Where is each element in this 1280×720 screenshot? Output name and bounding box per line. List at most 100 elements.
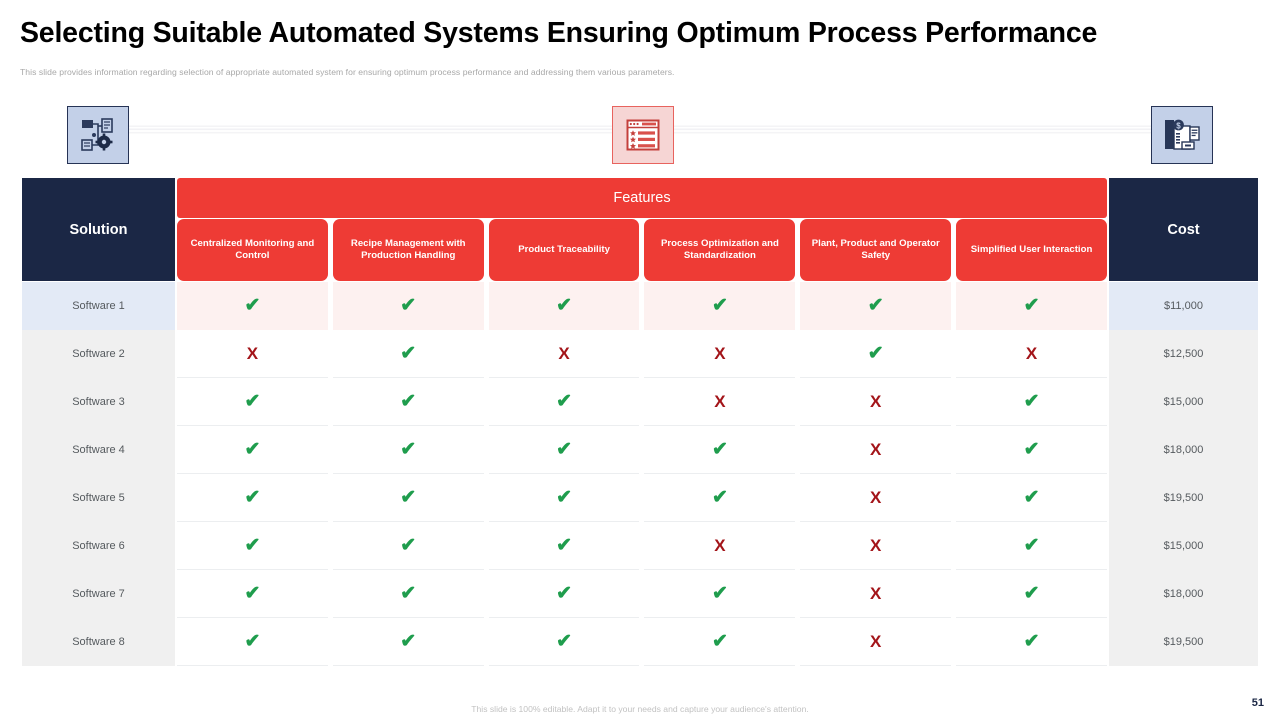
check-icon: ✔ xyxy=(556,535,573,556)
check-icon: ✔ xyxy=(1023,295,1040,316)
feature-mark-cell: ✔ xyxy=(956,282,1107,330)
cross-icon: X xyxy=(558,344,570,363)
column-header-solution: Solution xyxy=(22,178,175,281)
feature-mark-cell: ✔ xyxy=(956,618,1107,666)
check-icon: ✔ xyxy=(400,535,417,556)
feature-mark-cell: X xyxy=(800,474,952,522)
feature-marks-group: ✔✔✔✔X✔ xyxy=(177,426,1107,474)
feature-mark-cell: ✔ xyxy=(332,570,484,618)
feature-mark-cell: X xyxy=(644,522,796,570)
feature-mark-cell: ✔ xyxy=(644,618,796,666)
feature-column-header: Plant, Product and Operator Safety xyxy=(800,219,952,281)
feature-column-header: Centralized Monitoring and Control xyxy=(177,219,328,281)
cost-cell: $19,500 xyxy=(1109,474,1258,522)
check-icon: ✔ xyxy=(244,631,261,652)
table-header-row: Solution Features Centralized Monitoring… xyxy=(22,178,1258,281)
solution-name-cell: Software 5 xyxy=(22,474,175,522)
cost-cell: $11,000 xyxy=(1109,282,1258,330)
feature-mark-cell: ✔ xyxy=(488,426,640,474)
solution-name-cell: Software 4 xyxy=(22,426,175,474)
check-icon: ✔ xyxy=(867,295,884,316)
comparison-table: Solution Features Centralized Monitoring… xyxy=(22,178,1258,673)
feature-marks-group: ✔ ✔ ✔ ✔ X ✔ xyxy=(177,474,1107,522)
column-header-cost: Cost xyxy=(1109,178,1258,281)
check-icon: ✔ xyxy=(556,391,573,412)
check-icon: ✔ xyxy=(1023,391,1040,412)
cross-icon: X xyxy=(870,440,882,459)
solution-name-cell: Software 6 xyxy=(22,522,175,570)
feature-mark-cell: ✔ xyxy=(177,618,328,666)
check-icon: ✔ xyxy=(400,343,417,364)
check-icon: ✔ xyxy=(711,439,728,460)
cross-icon: X xyxy=(714,536,726,555)
feature-mark-cell: X xyxy=(488,330,640,378)
check-icon: ✔ xyxy=(711,487,728,508)
table-row: Software 4✔✔✔✔X✔$18,000 xyxy=(22,426,1258,474)
feature-mark-cell: X xyxy=(800,570,952,618)
column-group-header-features: Features xyxy=(177,178,1107,218)
feature-mark-cell: ✔ xyxy=(956,474,1107,522)
cost-cell: $19,500 xyxy=(1109,618,1258,666)
check-icon: ✔ xyxy=(400,439,417,460)
feature-mark-cell: ✔ xyxy=(332,618,484,666)
table-row: Software 1✔✔✔✔✔✔$11,000 xyxy=(22,282,1258,330)
check-icon: ✔ xyxy=(556,487,573,508)
check-icon: ✔ xyxy=(400,583,417,604)
feature-mark-cell: ✔ xyxy=(644,426,796,474)
feature-mark-cell: ✔ xyxy=(332,330,484,378)
check-icon: ✔ xyxy=(400,391,417,412)
cross-icon: X xyxy=(1025,344,1038,363)
cross-icon: X xyxy=(870,488,882,507)
check-icon: ✔ xyxy=(244,487,261,508)
feature-column-header: Product Traceability xyxy=(488,219,640,281)
check-icon: ✔ xyxy=(244,439,261,460)
feature-mark-cell: ✔ xyxy=(488,618,640,666)
cost-cell: $15,000 xyxy=(1109,378,1258,426)
cost-cell: $12,500 xyxy=(1109,330,1258,378)
feature-mark-cell: ✔ xyxy=(332,378,484,426)
check-icon: ✔ xyxy=(556,439,573,460)
check-icon: ✔ xyxy=(711,295,728,316)
feature-mark-cell: ✔ xyxy=(332,426,484,474)
feature-mark-cell: ✔ xyxy=(332,474,484,522)
check-icon: ✔ xyxy=(1023,535,1040,556)
feature-mark-cell: ✔ xyxy=(177,522,328,570)
check-icon: ✔ xyxy=(711,583,728,604)
check-icon: ✔ xyxy=(1023,583,1040,604)
check-icon: ✔ xyxy=(1023,631,1040,652)
feature-mark-cell: ✔ xyxy=(800,282,952,330)
table-row: Software 5 ✔ ✔ ✔ ✔ X ✔ $19,500 xyxy=(22,474,1258,522)
feature-mark-cell: ✔ xyxy=(177,570,328,618)
feature-marks-group: ✔ ✔ ✔ ✔ X ✔ xyxy=(177,570,1107,618)
cost-cell: $18,000 xyxy=(1109,570,1258,618)
feature-mark-cell: ✔ xyxy=(488,522,640,570)
checklist-rating-window-icon xyxy=(612,106,674,164)
check-icon: ✔ xyxy=(556,631,573,652)
page-number: 51 xyxy=(1251,697,1264,709)
cross-icon: X xyxy=(870,584,882,603)
feature-mark-cell: ✔ xyxy=(488,282,640,330)
check-icon: ✔ xyxy=(556,583,573,604)
feature-mark-cell: ✔ xyxy=(177,426,328,474)
table-row: Software 8✔✔✔✔X✔$19,500 xyxy=(22,618,1258,666)
feature-column-header: Simplified User Interaction xyxy=(956,219,1107,281)
check-icon: ✔ xyxy=(1023,487,1040,508)
feature-mark-cell: ✔ xyxy=(644,282,796,330)
cost-cell: $18,000 xyxy=(1109,426,1258,474)
process-workflow-gear-icon xyxy=(67,106,129,164)
feature-column-header: Recipe Management with Production Handli… xyxy=(332,219,484,281)
solution-name-cell: Software 2 xyxy=(22,330,175,378)
cross-icon: X xyxy=(714,392,726,411)
feature-mark-cell: ✔ xyxy=(800,330,952,378)
check-icon: ✔ xyxy=(400,295,417,316)
cost-cell: $15,000 xyxy=(1109,522,1258,570)
feature-column-header: Process Optimization and Standardization xyxy=(644,219,796,281)
feature-mark-cell: ✔ xyxy=(644,474,796,522)
feature-mark-cell: X xyxy=(800,426,952,474)
feature-mark-cell: ✔ xyxy=(177,474,328,522)
